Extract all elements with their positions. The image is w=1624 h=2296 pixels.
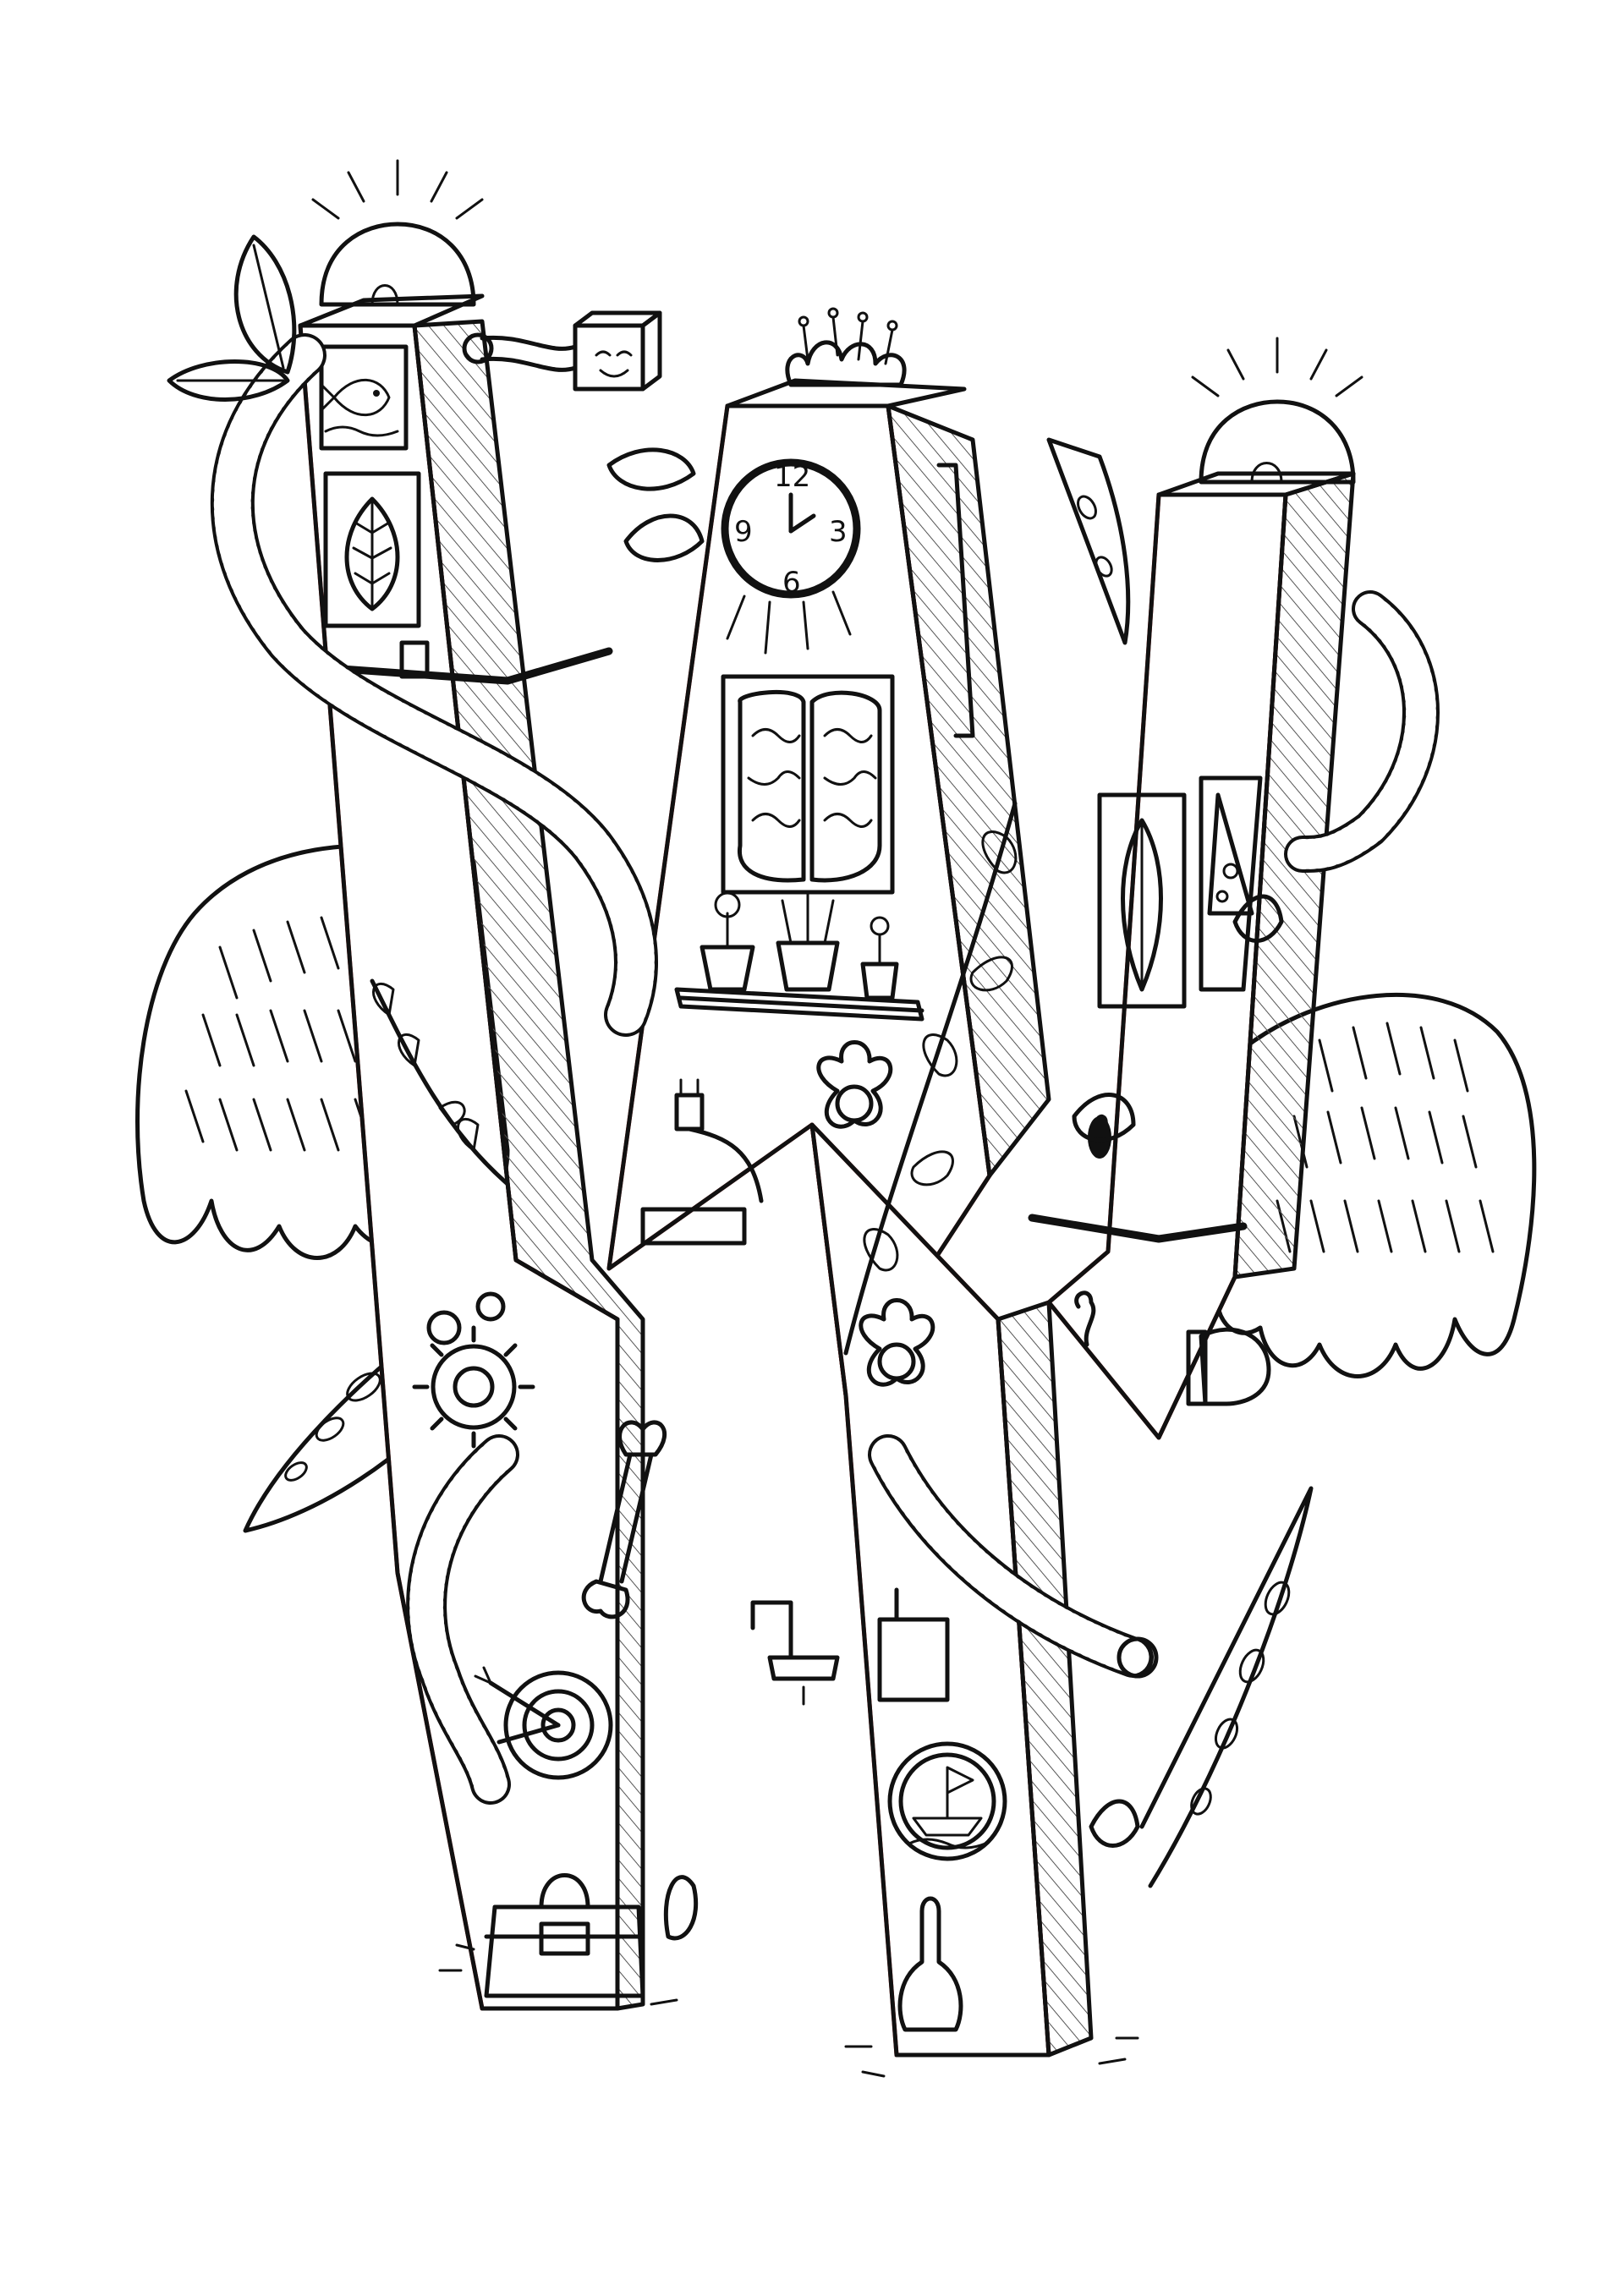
right-dome-light-icon — [1191, 337, 1363, 485]
clock-numeral-9: 9 — [734, 515, 753, 549]
vine-icon — [370, 801, 1018, 1356]
leaf-panel-icon — [1097, 792, 1187, 1009]
ground-marks — [438, 1943, 1139, 2078]
flower-icon — [816, 1040, 893, 1129]
right-wing-icon — [1214, 992, 1537, 1378]
leaf-cluster-icon — [167, 234, 1284, 1941]
clock-icon: 12 3 6 9 — [721, 458, 861, 655]
hose-icon — [210, 333, 1440, 1805]
gear-icon — [412, 1291, 535, 1449]
crown-flower-icon — [785, 307, 907, 387]
handbag-icon — [484, 1873, 645, 1998]
bulb-icon — [1186, 1327, 1271, 1406]
flower-icon-2 — [859, 1298, 935, 1387]
box-icon — [877, 1587, 950, 1702]
smiling-cube-icon — [462, 310, 662, 392]
clock-numeral-3: 3 — [829, 515, 848, 549]
wrench-icon — [581, 1420, 667, 1619]
right-pillar — [1046, 471, 1356, 1440]
clock-numeral-12: 12 — [774, 460, 810, 494]
clock-numeral-6: 6 — [782, 566, 801, 600]
leaf-icon — [323, 471, 421, 628]
flower-pot-icon — [674, 890, 924, 1022]
plug-icon — [674, 1078, 764, 1203]
vent-slot-icon — [640, 1207, 747, 1246]
ship-porthole-icon — [887, 1741, 1007, 1861]
faucet-icon — [750, 1600, 840, 1706]
screen-window-icon — [1028, 1114, 1248, 1243]
fish-icon — [319, 344, 409, 451]
key-hole-icon — [1074, 1290, 1096, 1347]
strap-band — [326, 640, 613, 685]
pizza-icon — [1199, 775, 1263, 992]
bottle-icon — [897, 1896, 963, 2032]
left-dome-light-icon — [311, 159, 484, 307]
door-handle-icon — [936, 463, 975, 738]
right-tentacle-icon — [1139, 1486, 1314, 1888]
top-right-tentacle-icon — [1046, 437, 1131, 645]
target-icon — [474, 1666, 613, 1780]
